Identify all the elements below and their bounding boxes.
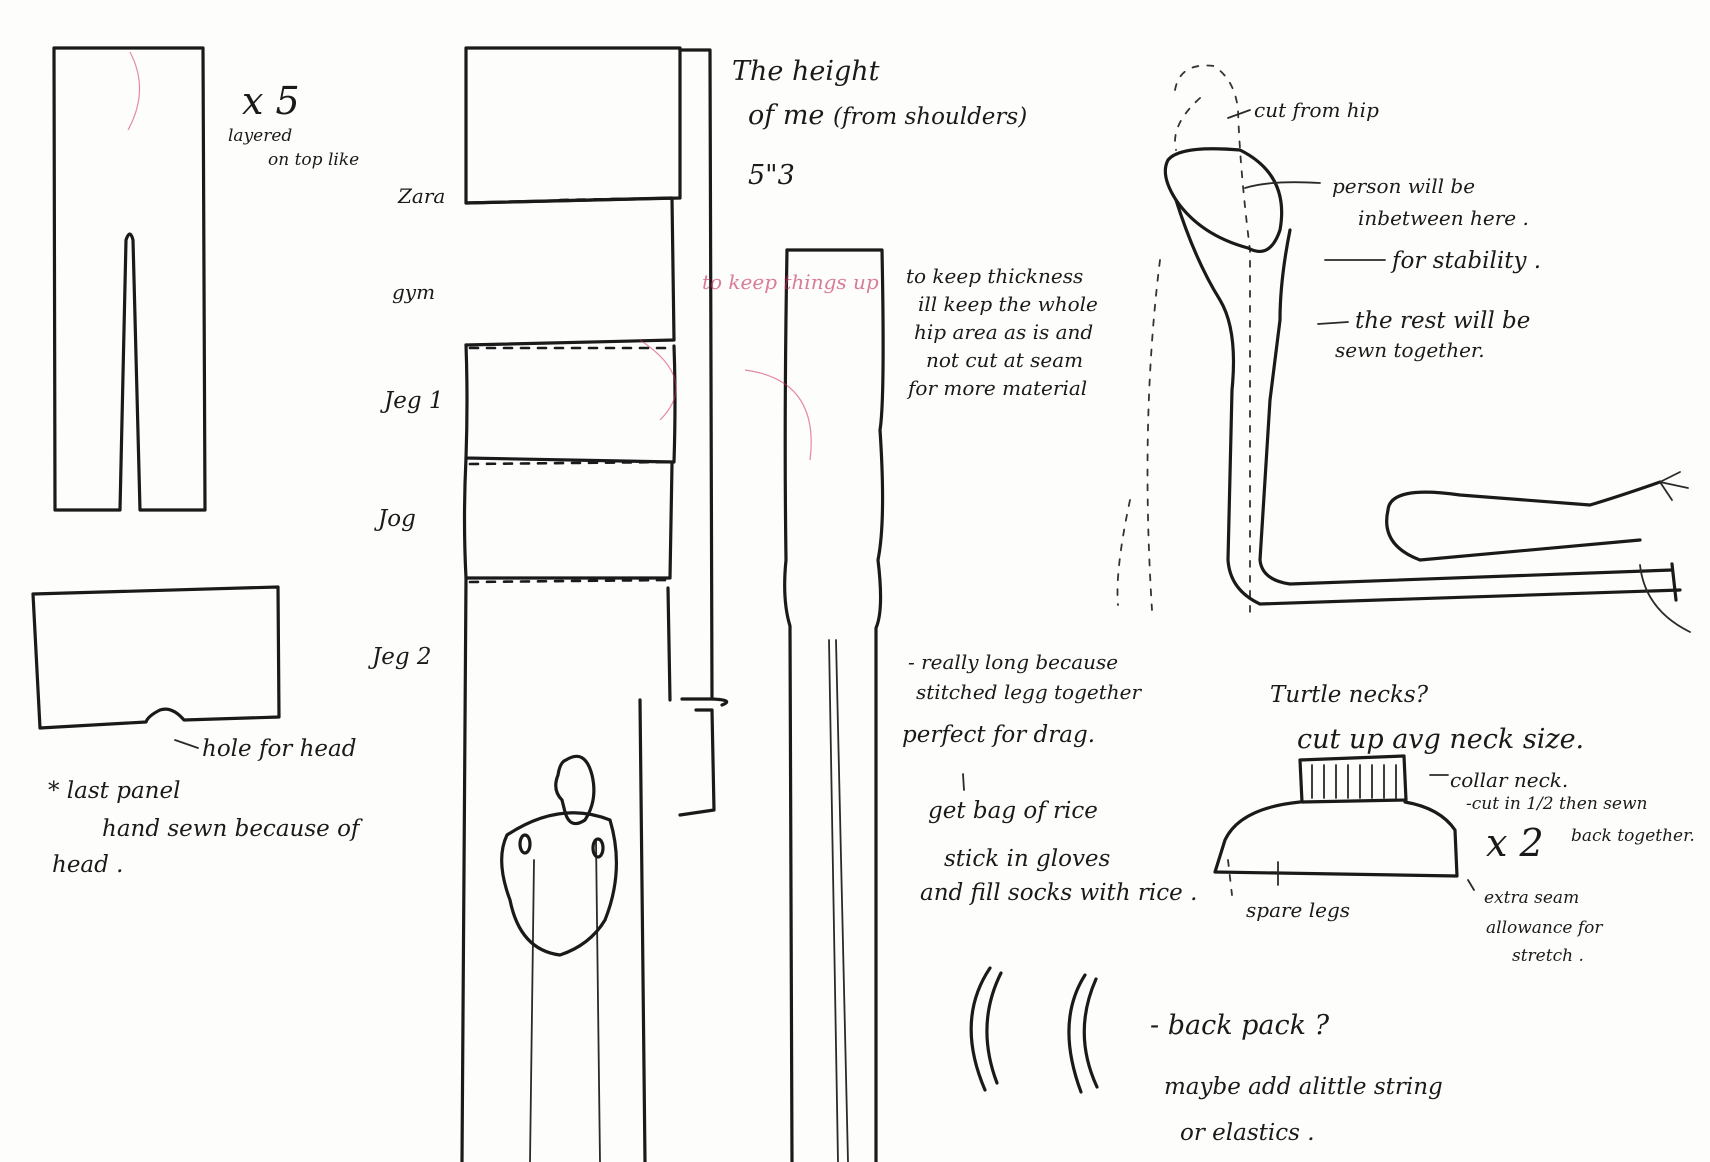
backpack-note-line3: or elastics .	[1180, 1120, 1315, 1146]
head-note: head .	[52, 852, 124, 878]
height-bracket	[678, 48, 729, 817]
stability-label: for stability .	[1392, 248, 1542, 274]
hole-for-head-pointer	[174, 739, 199, 749]
leggings-drawing	[52, 46, 207, 512]
hand-sewn-note: hand sewn because of	[102, 816, 360, 842]
perfect-for-drag-note: perfect for drag.	[902, 722, 1096, 748]
long-strip-drawing	[783, 248, 885, 1162]
turtle-necks-title: Turtle necks?	[1270, 682, 1429, 708]
cut-half-label: -cut in 1/2 then sewn	[1466, 794, 1648, 814]
backpack-note-line2: maybe add alittle string	[1164, 1074, 1443, 1100]
height-title: The height	[732, 56, 880, 87]
panel-label-zara: Zara	[398, 184, 446, 208]
stitched-legs-note: stitched legg together	[916, 680, 1142, 704]
gloves-note: stick in gloves	[944, 846, 1111, 872]
height-value: 5"3	[748, 160, 795, 191]
strip-note-line1: to keep thickness	[906, 264, 1084, 288]
extra-seam-label: extra seam	[1484, 888, 1580, 908]
backpack-straps-drawing	[969, 966, 1099, 1094]
cut-from-hip-label: cut from hip	[1254, 98, 1379, 122]
rest-label-line2: sewn together.	[1335, 338, 1485, 362]
panel-label-jog: Jog	[378, 506, 416, 532]
rest-label-line1: the rest will be	[1355, 308, 1531, 334]
rice-pointer	[962, 773, 965, 791]
on-top-like-text: on top like	[268, 150, 360, 170]
turtleneck-drawing	[1213, 754, 1475, 896]
collar-neck-label: collar neck.	[1450, 768, 1569, 792]
person-figure-drawing	[1116, 64, 1691, 633]
turtle-multiplier: x 2	[1486, 821, 1544, 865]
head-panel-drawing	[31, 585, 281, 730]
rest-pointer	[1317, 321, 1349, 325]
faint-doodles	[127, 51, 812, 461]
allowance-label: allowance for	[1486, 918, 1603, 938]
hole-for-head-label: hole for head	[202, 736, 357, 762]
person-label-line1: person will be	[1332, 174, 1476, 198]
cut-from-hip-pointer	[1227, 109, 1251, 119]
person-pointer	[1244, 181, 1321, 189]
panel-label-gym: gym	[392, 280, 436, 304]
backpack-note-line1: - back pack ?	[1150, 1010, 1330, 1041]
height-of-me: of me	[748, 100, 825, 131]
panel-stack-drawing	[460, 46, 682, 1162]
last-panel-note: * last panel	[48, 778, 181, 804]
strip-note-line3: hip area as is and	[914, 320, 1094, 344]
person-label-line2: inbetween here .	[1358, 206, 1529, 230]
cut-neck-size-note: cut up avg neck size.	[1297, 724, 1585, 755]
layered-text: layered	[228, 126, 293, 146]
stretch-label: stretch .	[1512, 946, 1584, 966]
really-long-note: - really long because	[908, 650, 1119, 674]
strip-note-line2: ill keep the whole	[918, 292, 1098, 316]
strip-note-line5: for more material	[908, 376, 1088, 400]
back-together-label: back together.	[1571, 826, 1695, 846]
height-from-shoulders: (from shoulders)	[833, 104, 1028, 130]
spare-legs-label: spare legs	[1246, 898, 1351, 922]
faint-strip-note: to keep things up	[702, 270, 879, 294]
bag-of-rice-note: get bag of rice	[928, 798, 1098, 824]
panel-label-jeg2: Jeg 2	[372, 644, 432, 670]
socks-note: and fill socks with rice .	[920, 880, 1198, 906]
multiplier-text: x 5	[242, 79, 300, 123]
strip-note-line4: not cut at seam	[926, 348, 1084, 372]
panel-label-jeg1: Jeg 1	[384, 388, 444, 414]
